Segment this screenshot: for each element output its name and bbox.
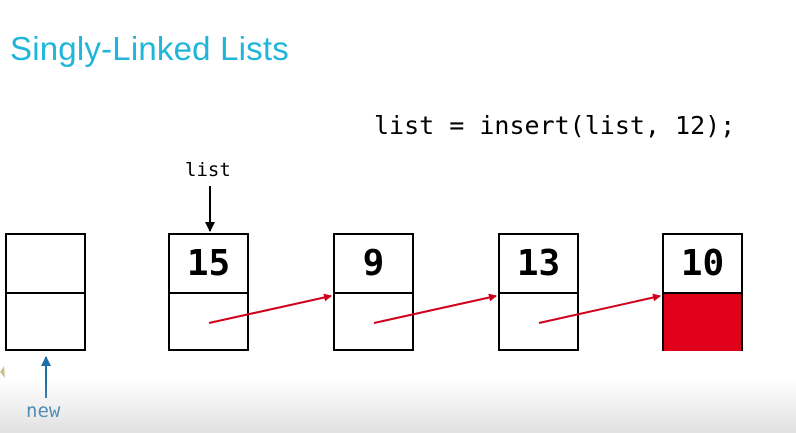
node-value [7, 235, 84, 294]
node-value: 13 [500, 235, 577, 294]
node-9: 9 [333, 233, 414, 351]
node-null-next-field [664, 294, 741, 351]
node-15: 15 [168, 233, 249, 351]
node-10: 10 [662, 233, 743, 351]
next-arrow-15-to-9 [208, 293, 332, 324]
next-arrow-9-to-13 [373, 293, 497, 324]
node-value: 9 [335, 235, 412, 294]
node-13: 13 [498, 233, 579, 351]
node-value: 15 [170, 235, 247, 294]
list-pointer-label: list [185, 159, 231, 181]
partial-arrow-fragment [0, 366, 5, 378]
node-new [5, 233, 86, 351]
node-value: 10 [664, 235, 741, 294]
next-arrow-13-to-10 [538, 293, 661, 324]
code-statement: list = insert(list, 12); [374, 111, 736, 140]
slide-title: Singly-Linked Lists [10, 30, 289, 67]
